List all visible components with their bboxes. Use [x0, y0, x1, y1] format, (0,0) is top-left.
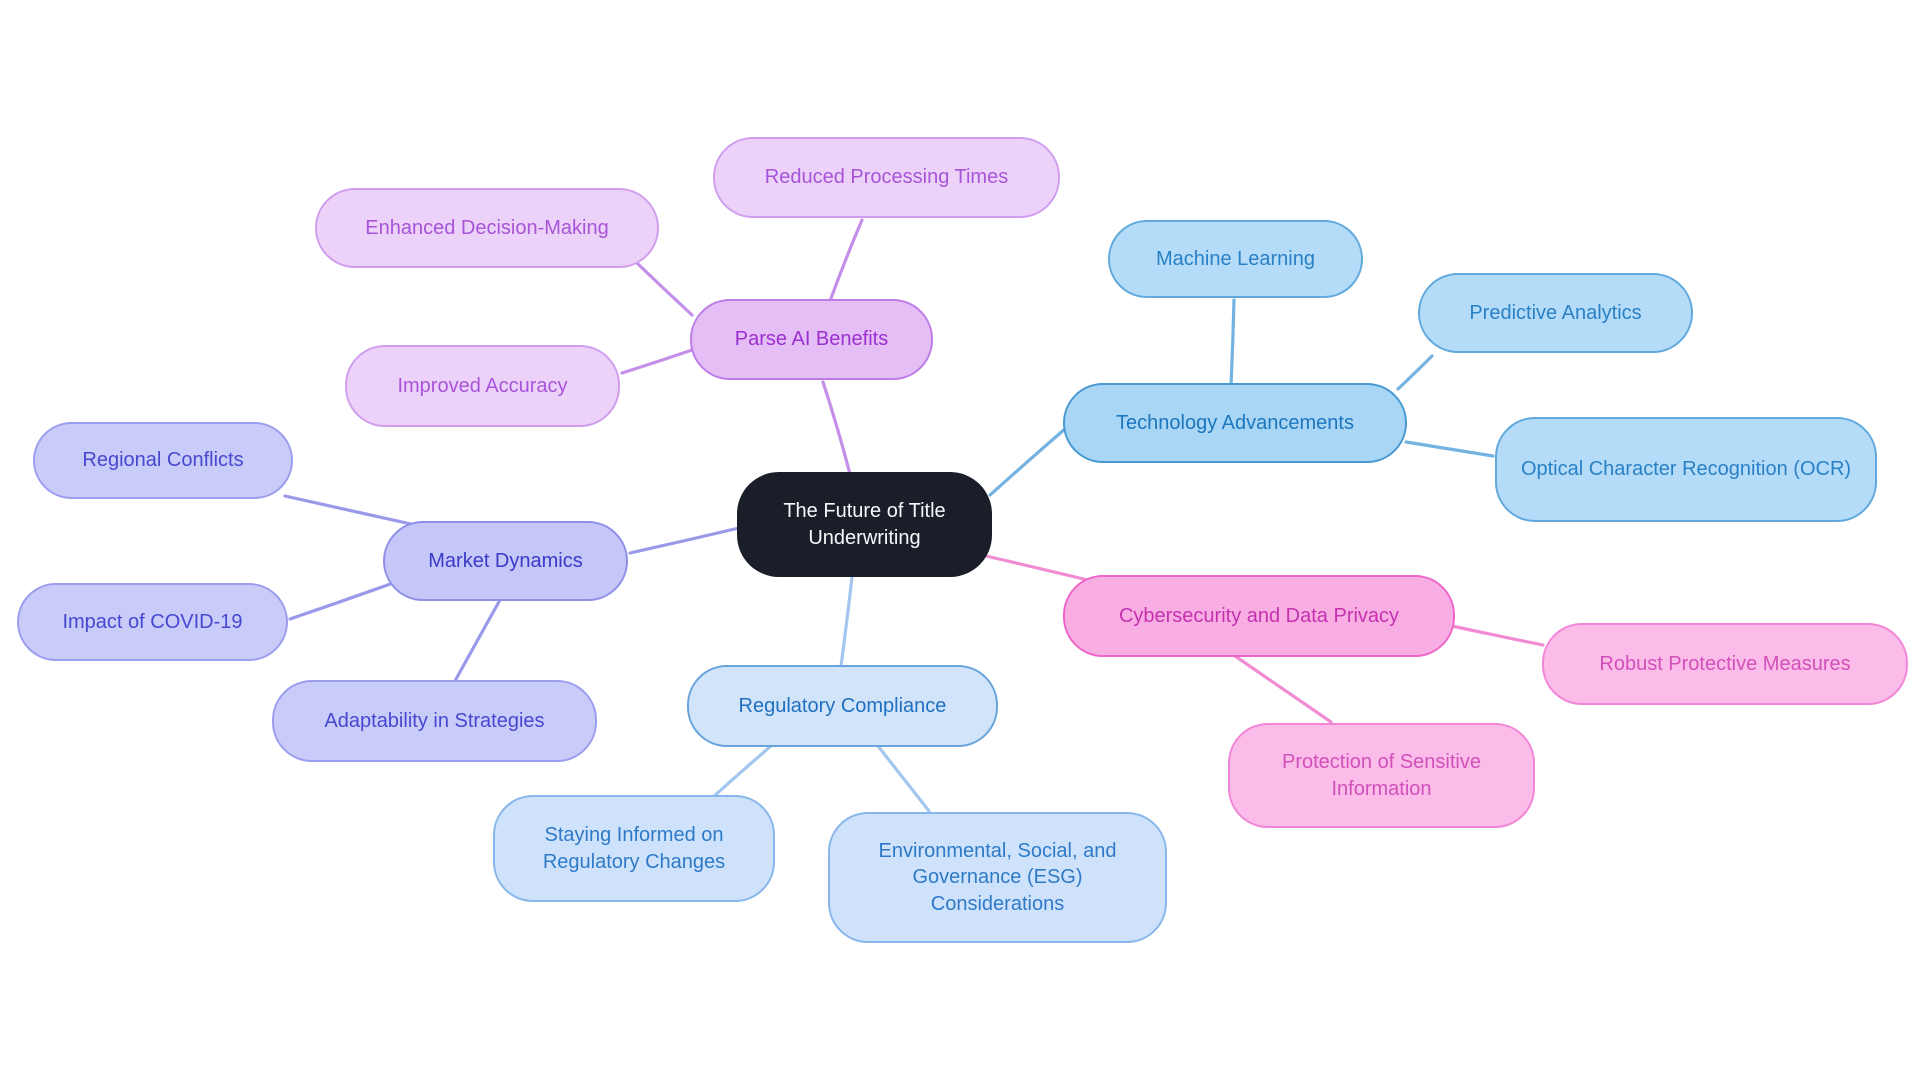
child-node-impact-of-covid-19[interactable]: Impact of COVID-19: [17, 583, 288, 661]
edge-root-to-market-dynamics: [628, 526, 741, 555]
child-node-robust-protective-measures[interactable]: Robust Protective Measures: [1542, 623, 1908, 705]
edge-cybersecurity-to-protection-of-sensitive-information: [1233, 654, 1333, 724]
branch-node-parse-ai-benefits[interactable]: Parse AI Benefits: [690, 299, 933, 380]
node-label: The Future of Title Underwriting: [783, 500, 946, 549]
child-node-improved-accuracy[interactable]: Improved Accuracy: [345, 345, 620, 427]
node-label: Robust Protective Measures: [1599, 652, 1851, 675]
branch-node-regulatory-compliance[interactable]: Regulatory Compliance: [687, 665, 998, 747]
edge-market-dynamics-to-regional-conflicts: [283, 494, 422, 528]
edge-root-to-regulatory-compliance: [839, 575, 854, 668]
node-label: Impact of COVID-19: [62, 610, 243, 633]
node-label: Optical Character Recognition (OCR): [1520, 458, 1852, 481]
edge-root-to-technology-advancements: [988, 426, 1068, 497]
child-node-predictive-analytics[interactable]: Predictive Analytics: [1418, 273, 1693, 353]
edge-cybersecurity-to-robust-protective-measures: [1450, 624, 1545, 647]
child-node-enhanced-decision-making[interactable]: Enhanced Decision-Making: [315, 188, 659, 268]
node-label: Parse AI Benefits: [734, 328, 889, 351]
child-node-regional-conflicts[interactable]: Regional Conflicts: [33, 422, 293, 499]
edge-market-dynamics-to-adaptability-in-strategies: [453, 598, 502, 683]
child-node-machine-learning[interactable]: Machine Learning: [1108, 220, 1363, 298]
branch-node-technology-advancements[interactable]: Technology Advancements: [1063, 383, 1407, 463]
edge-technology-advancements-to-machine-learning: [1229, 298, 1236, 387]
edge-parse-ai-benefits-to-reduced-processing-times: [828, 218, 864, 303]
child-node-optical-character-recognition[interactable]: Optical Character Recognition (OCR): [1495, 417, 1877, 522]
edge-root-to-parse-ai-benefits: [821, 380, 852, 476]
root-node[interactable]: The Future of Title Underwriting: [737, 472, 992, 577]
node-label: Reduced Processing Times: [764, 166, 1009, 189]
node-label: Predictive Analytics: [1469, 301, 1642, 324]
child-node-staying-informed-on-regulatory-changes[interactable]: Staying Informed on Regulatory Changes: [493, 795, 775, 902]
edge-root-to-cybersecurity: [984, 554, 1094, 583]
node-label: Technology Advancements: [1116, 411, 1354, 434]
child-node-adaptability-in-strategies[interactable]: Adaptability in Strategies: [272, 680, 597, 762]
branch-node-market-dynamics[interactable]: Market Dynamics: [383, 521, 628, 601]
edge-parse-ai-benefits-to-enhanced-decision-making: [636, 262, 694, 317]
edge-regulatory-compliance-to-staying-informed: [711, 743, 774, 799]
node-label: Regional Conflicts: [82, 449, 244, 472]
node-label: Improved Accuracy: [397, 374, 568, 397]
node-label: Market Dynamics: [428, 549, 583, 572]
edge-technology-advancements-to-ocr: [1404, 440, 1495, 458]
node-label: Machine Learning: [1156, 247, 1315, 270]
child-node-protection-of-sensitive-information[interactable]: Protection of Sensitive Information: [1228, 723, 1535, 828]
edge-market-dynamics-to-impact-of-covid-19: [288, 580, 398, 621]
edge-technology-advancements-to-predictive-analytics: [1396, 354, 1434, 391]
node-label: Enhanced Decision-Making: [365, 216, 609, 239]
node-label: Staying Informed on Regulatory Changes: [542, 824, 726, 873]
node-label: Environmental, Social, and Governance (E…: [878, 839, 1117, 915]
node-label: Adaptability in Strategies: [324, 709, 545, 732]
child-node-esg-considerations[interactable]: Environmental, Social, and Governance (E…: [828, 812, 1167, 943]
branch-node-cybersecurity-and-data-privacy[interactable]: Cybersecurity and Data Privacy: [1063, 575, 1455, 657]
edge-parse-ai-benefits-to-improved-accuracy: [620, 348, 694, 375]
node-label: Regulatory Compliance: [738, 694, 947, 717]
node-label: Protection of Sensitive Information: [1282, 751, 1481, 800]
edge-regulatory-compliance-to-esg-considerations: [876, 744, 931, 813]
node-label: Cybersecurity and Data Privacy: [1118, 604, 1400, 627]
child-node-reduced-processing-times[interactable]: Reduced Processing Times: [713, 137, 1060, 218]
